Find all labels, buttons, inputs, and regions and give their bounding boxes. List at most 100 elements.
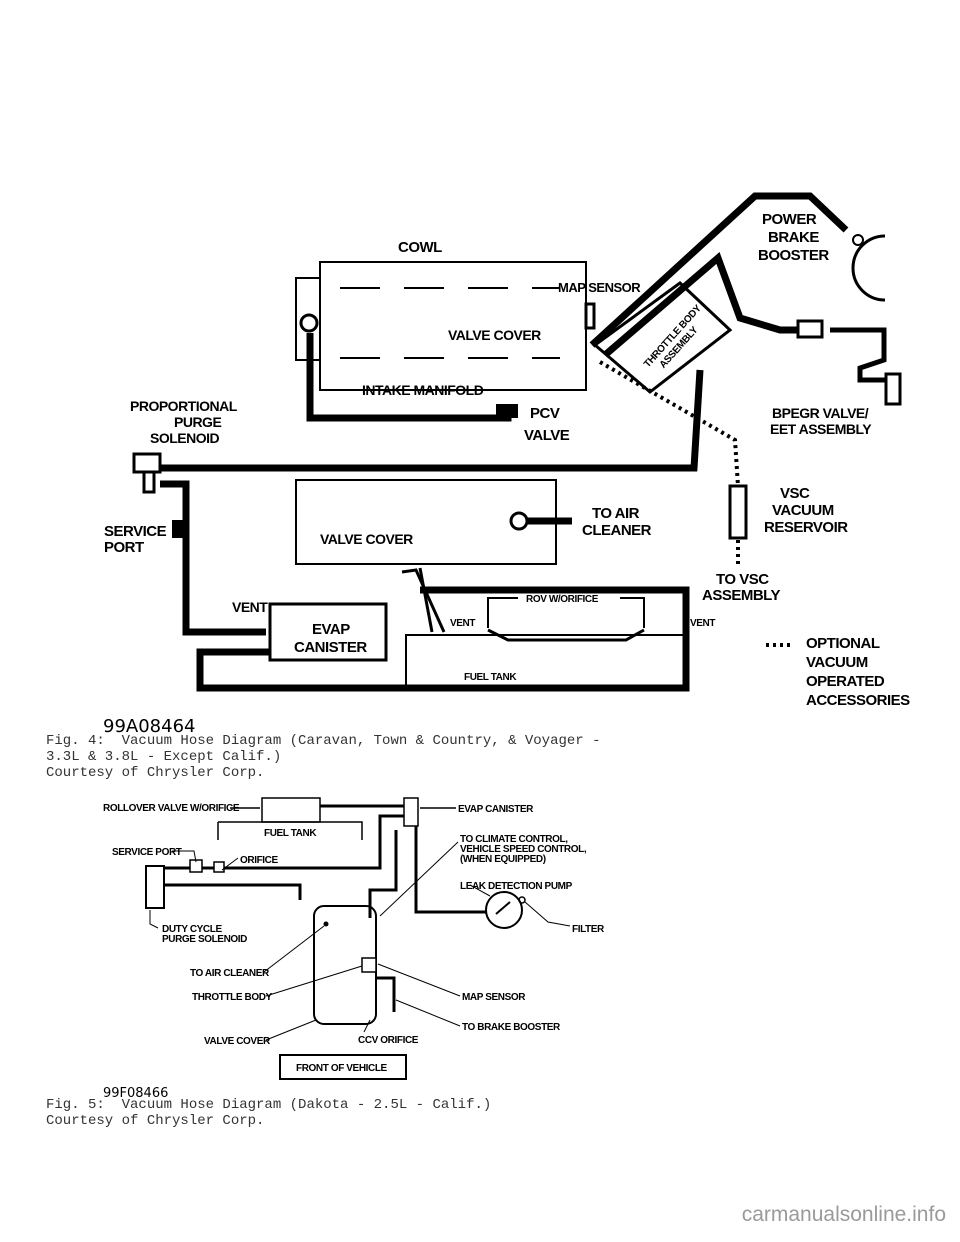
label-pcv: PCV [530,405,560,422]
label-evap: EVAP [312,621,350,638]
fig5-label-climate-1: TO CLIMATE CONTROL, [460,834,568,845]
label-purge: PURGE [174,414,221,430]
pcv-valve-icon [496,404,518,418]
fig5-climate-hose [368,830,398,918]
fig5-leak-detection-pump [485,891,523,929]
fig5-filter-leader [524,901,571,927]
pcv-hose [306,333,512,422]
fig5-brake-hose [376,976,396,1012]
fig5-label-leak: LEAK DETECTION PUMP [460,881,573,892]
label-reservoir: RESERVOIR [764,519,848,536]
label-pcv-valve: VALVE [524,427,570,444]
label-valve-cover-bottom: VALVE COVER [320,531,413,547]
fig5-valve-cover-leader [265,1019,317,1041]
brake-booster-hose [589,192,849,348]
label-fuel-tank: FUEL TANK [464,672,517,683]
label-valve-cover-top: VALVE COVER [448,327,541,343]
filler-neck-inner [418,567,434,633]
label-cleaner: CLEANER [582,522,652,539]
fig5-brake-leader [395,999,461,1027]
fig5-solenoid-hose [160,883,302,900]
upper-valve-cover-box [319,261,587,391]
label-intake-manifold: INTAKE MANIFOLD [362,382,484,398]
label-to-air: TO AIR [592,505,640,522]
fig5-map-leader [377,963,461,997]
fig5-filter-port [518,896,526,904]
bpegr-hose [602,252,810,358]
map-sensor-icon [584,302,596,330]
fig5-ccv-leader [363,1019,371,1033]
fig5-label-orifice: ORIFICE [240,855,278,866]
figure-4-caption: Fig. 4: Vacuum Hose Diagram (Caravan, To… [46,733,601,781]
label-to-vsc: TO VSC [716,571,769,588]
service-port-icon [172,520,184,538]
fig5-orifice-icon [213,861,225,873]
fig5-air-cleaner-leader [263,925,325,973]
fig5-throttle-leader [265,965,363,997]
label-accessories: ACCESSORIES [806,692,910,709]
label-vacuum: VACUUM [772,502,834,519]
fig5-label-rollover: ROLLOVER VALVE W/ORIFICE [103,803,240,814]
evap-canister-box [268,602,388,662]
label-bpegr: BPEGR VALVE/ [772,405,869,421]
purge-solenoid-body [142,470,156,494]
label-proportional: PROPORTIONAL [130,398,238,414]
label-legend-vacuum: VACUUM [806,654,868,671]
figure-5: ROLLOVER VALVE W/ORIFICE FUEL TANK EVAP … [103,797,605,1101]
fig5-rollover-valve-box [261,797,321,823]
fig5-label-duty-1: DUTY CYCLE [162,924,222,935]
rov-line-left [487,597,518,628]
label-operated: OPERATED [806,673,885,690]
fig5-label-map-sensor: MAP SENSOR [462,992,526,1003]
figure-4-code: 99A08464 [103,716,195,737]
purge-solenoid-icon [132,452,162,474]
fig5-label-climate-2: VEHICLE SPEED CONTROL, [460,844,587,855]
fig5-fuel-tank-outline [217,821,363,840]
label-vsc-assembly: ASSEMBLY [702,587,780,604]
throttle-body-assembly [592,281,733,394]
label-canister: CANISTER [294,639,367,656]
brake-booster-icon [851,234,886,302]
watermark[interactable]: carmanualsonline.info [741,1203,946,1226]
label-power: POWER [762,211,817,228]
label-brake: BRAKE [768,229,819,246]
bpegr-valve-icon [884,372,902,406]
bpegr-valve-hose [830,327,892,383]
fig5-purge-solenoid-icon [145,865,165,909]
label-eet: EET ASSEMBLY [770,421,872,437]
label-vent-right: VENT [690,618,715,629]
fig5-front-of-vehicle-box [279,1054,407,1080]
label-service: SERVICE [104,523,167,540]
fig5-label-front: FRONT OF VEHICLE [296,1063,388,1074]
figure-4: COWL MAP SENSOR VALVE COVER INTAKE MANIF… [103,192,911,737]
fig5-label-air-cleaner: TO AIR CLEANER [190,968,270,979]
figure-5-code: 99F08466 [103,1086,168,1101]
fig5-climate-leader [379,841,459,917]
fig5-label-duty-2: PURGE SOLENOID [162,934,247,945]
label-vent-left: VENT [232,599,268,615]
rov-valve [487,628,645,642]
fig5-label-filter: FILTER [572,924,605,935]
fig5-label-throttle: THROTTLE BODY [192,992,273,1003]
evap-vent-hose [160,480,266,636]
rov-line-right [620,597,645,628]
booster-port-icon [852,234,864,246]
cowl-fitting-icon [299,313,319,333]
air-cleaner-fitting-icon [509,511,529,531]
fig5-orifice-leader [221,857,239,871]
fig5-label-climate-3: (WHEN EQUIPPED) [460,854,546,865]
label-booster: BOOSTER [758,247,829,264]
fig5-purge-hose [160,814,404,870]
label-cowl: COWL [398,239,442,256]
purge-solenoid-hose [160,369,704,472]
label-vent-mid: VENT [450,618,475,629]
figure-5-caption: Fig. 5: Vacuum Hose Diagram (Dakota - 2.… [46,1097,492,1129]
label-solenoid: SOLENOID [150,430,220,446]
fig5-leak-pump-hose [414,826,486,914]
fig5-label-ccv: CCV ORIFICE [358,1035,419,1046]
label-port: PORT [104,539,144,556]
fig5-throttle-body-icon [361,957,377,973]
label-map-sensor: MAP SENSOR [558,280,641,295]
vsc-reservoir-icon [728,484,748,540]
